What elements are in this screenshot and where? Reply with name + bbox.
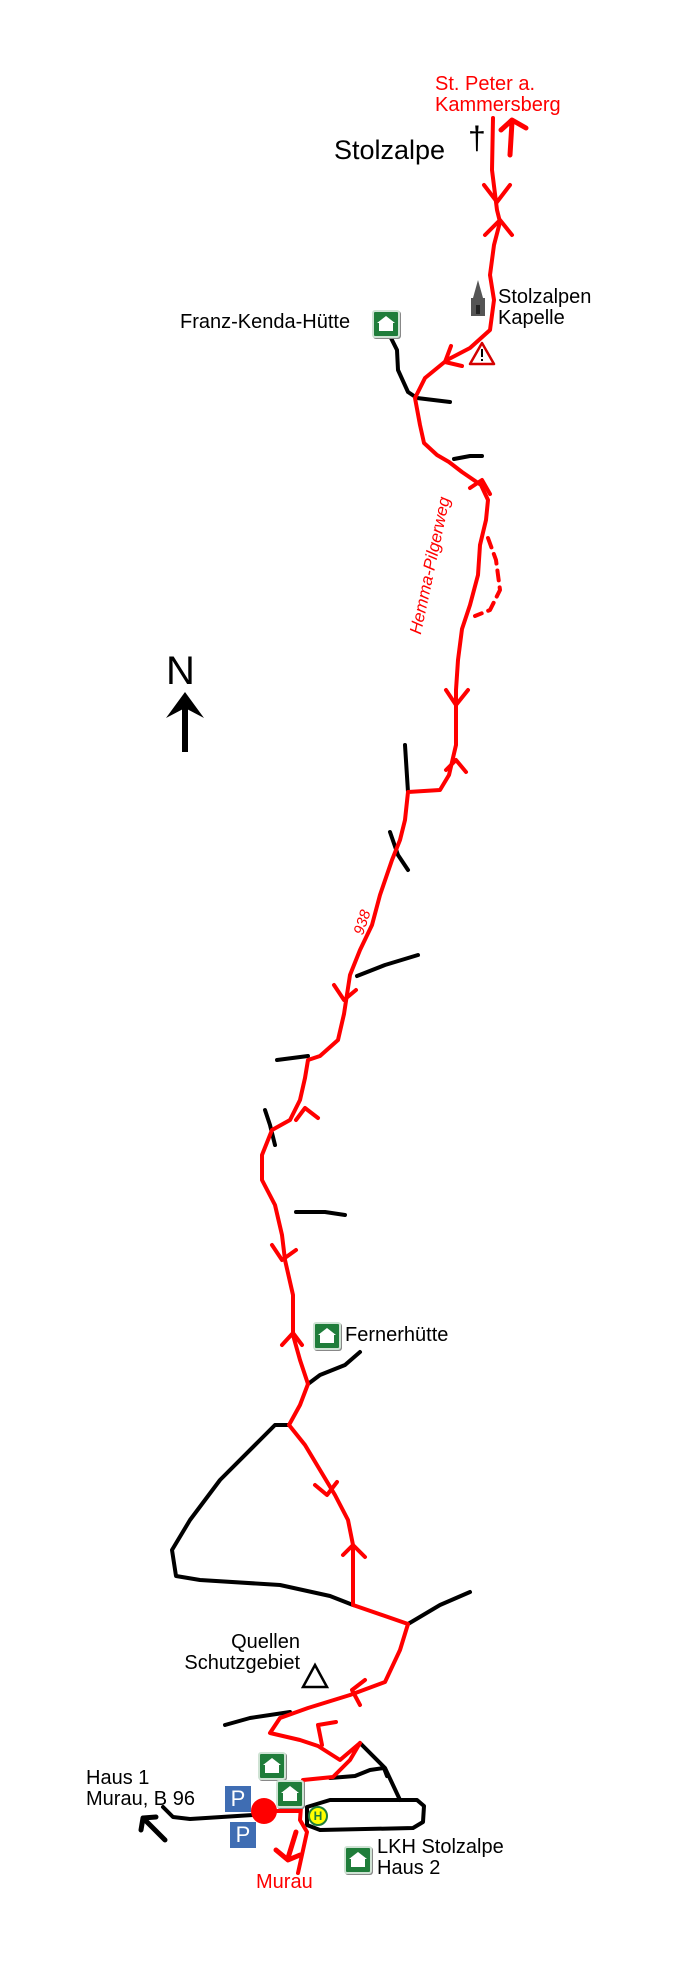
main-route	[260, 116, 502, 1875]
label-fernerhuette: Fernerhütte	[345, 1324, 449, 1346]
roads	[138, 332, 484, 1843]
road-side-8	[306, 1350, 362, 1386]
road-side-4	[355, 953, 420, 978]
label-lkh-line1: LKH Stolzalpe	[377, 1836, 504, 1858]
label-lkh-line2: Haus 2	[377, 1857, 441, 1879]
label-kapelle-line2: Kapelle	[498, 307, 565, 329]
label-murau: Murau	[256, 1871, 313, 1893]
label-st-peter-line2: Kammersberg	[435, 94, 561, 116]
north-arrow-icon	[166, 692, 204, 752]
road-side-6	[263, 1108, 277, 1147]
label-north: N	[166, 649, 195, 693]
road-hospital-upper	[328, 1741, 402, 1802]
label-st-peter: St. Peter a.Kammersberg	[435, 74, 561, 116]
road-b96	[161, 1805, 255, 1821]
summit-cross-icon: †	[468, 120, 486, 156]
arrow-st-peter	[498, 117, 529, 158]
road-side-9	[406, 1590, 472, 1626]
parking-icon: P	[230, 1822, 256, 1848]
road-side-7	[294, 1210, 347, 1217]
parking-icon: P	[225, 1786, 251, 1812]
route-dashed-variant	[473, 536, 502, 618]
start-point	[251, 1798, 277, 1824]
road-loop	[170, 1423, 355, 1607]
hut-icon	[344, 1846, 372, 1874]
label-quellen-line2: Schutzgebiet	[184, 1652, 300, 1674]
hut-icon	[372, 310, 400, 338]
label-franz-kenda: Franz-Kenda-Hütte	[180, 311, 351, 333]
label-kapelle-line1: Stolzalpen	[498, 286, 592, 308]
water-protection-icon	[300, 1662, 330, 1689]
bus-stop-icon	[308, 1806, 328, 1826]
road-franz-kenda	[387, 332, 452, 404]
road-hospital-loop	[305, 1798, 426, 1832]
label-haus1-line1: Haus 1	[86, 1767, 150, 1789]
label-bus-stop: H	[313, 1809, 323, 1823]
road-side-5	[275, 1054, 310, 1062]
warning-icon	[468, 341, 496, 366]
hut-icon	[313, 1322, 341, 1350]
label-haus1-line2: Murau, B 96	[86, 1788, 195, 1810]
arrow-murau	[273, 1829, 303, 1863]
label-stolzalpe: Stolzalpe	[334, 135, 446, 165]
hut-icon	[276, 1780, 304, 1808]
road-side-1	[452, 454, 484, 461]
label-st-peter-line1: St. Peter a.	[435, 73, 536, 95]
hut-icon	[258, 1752, 286, 1780]
routes	[260, 116, 529, 1875]
road-side-3	[388, 830, 410, 872]
road-side-2	[403, 743, 410, 794]
chapel-icon	[471, 280, 485, 316]
label-quellen-line1: Quellen	[231, 1631, 300, 1653]
direction-arrows	[270, 183, 514, 1747]
arrow-haus1	[138, 1814, 168, 1843]
road-side-10	[223, 1710, 292, 1727]
